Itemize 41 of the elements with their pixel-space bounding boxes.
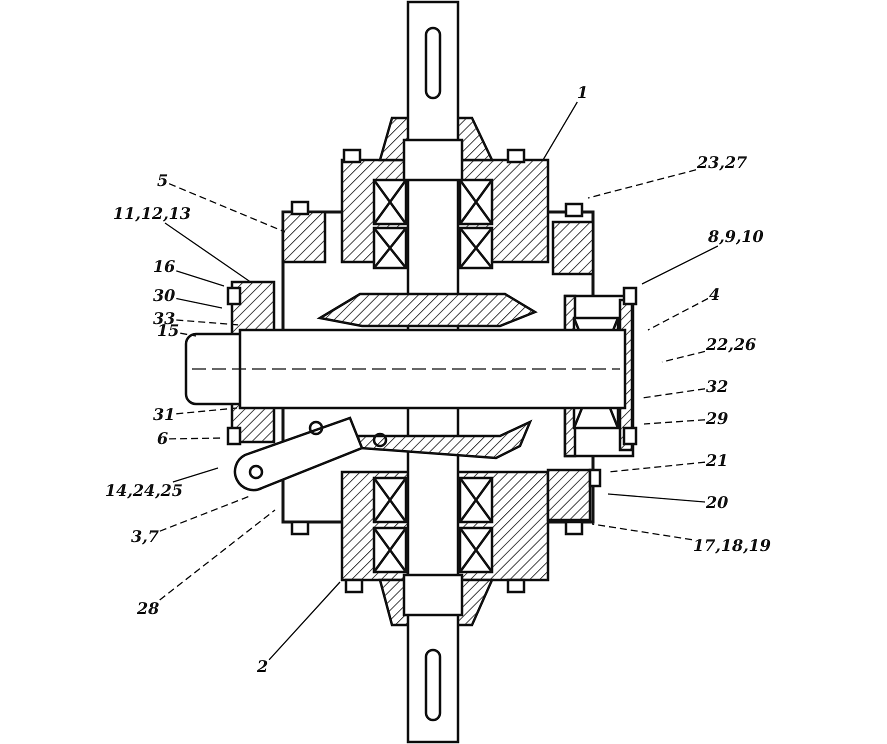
leader-line	[608, 493, 706, 503]
callout-number: 29	[705, 410, 730, 428]
callout-number: 31	[152, 406, 176, 424]
leader-line	[176, 298, 222, 309]
callout-number: 22,26	[705, 336, 758, 354]
callout-number: 17,18,19	[692, 537, 772, 555]
leader-line	[662, 350, 706, 363]
callout-number: 14,24,25	[104, 482, 184, 500]
leader-line	[542, 102, 578, 160]
leader-line	[160, 495, 250, 532]
leader-line	[176, 319, 240, 326]
callout-number: 16	[152, 258, 176, 276]
callout-number: 4	[708, 286, 722, 304]
leader-line	[176, 407, 238, 414]
leader-line	[608, 462, 706, 473]
callout-number: 6	[156, 430, 170, 448]
leader-line	[644, 419, 706, 425]
leader-line	[172, 467, 218, 483]
leader-line	[642, 245, 718, 285]
leader-line	[642, 388, 706, 399]
callout-number: 30	[152, 287, 176, 305]
leader-line	[180, 332, 196, 337]
leader-line	[588, 169, 696, 199]
leader-line	[176, 270, 224, 287]
leader-line	[268, 582, 340, 660]
callout-number: 11,12,13	[112, 205, 192, 223]
leader-line	[159, 509, 276, 601]
leader-line	[648, 298, 708, 331]
callout-number: 32	[705, 378, 730, 396]
leader-line	[164, 222, 252, 284]
callout-number: 5	[156, 172, 170, 190]
callout-number: 21	[705, 452, 730, 470]
callout-number: 2	[256, 658, 270, 676]
callout-number: 8,9,10	[707, 228, 765, 246]
leader-line	[592, 523, 692, 540]
callout-number: 1	[576, 84, 590, 102]
callout-number: 20	[705, 494, 730, 512]
leader-line	[168, 183, 286, 233]
callout-number: 23,27	[696, 154, 748, 172]
callout-number: 28	[136, 600, 160, 618]
callout-number: 3,7	[130, 528, 160, 546]
